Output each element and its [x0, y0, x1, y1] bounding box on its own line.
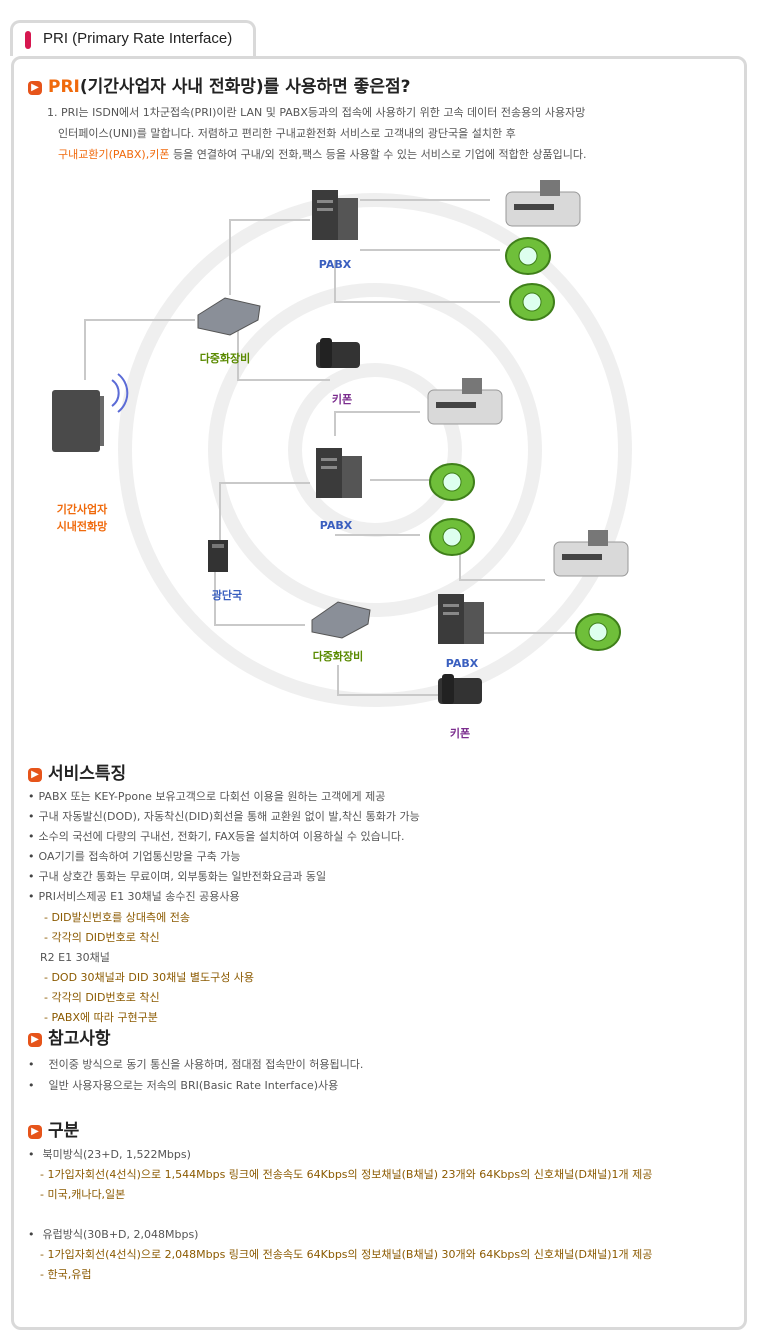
intro-line-2: 인터페이스(UNI)를 말합니다. 저렴하고 편리한 구내교환전화 서비스로 고…	[58, 127, 516, 140]
pabx-tower-3	[438, 594, 484, 644]
features-heading: ▶ 서비스특징	[28, 759, 126, 784]
feature-item: OA기기를 접속하여 기업통신망을 구축 가능	[28, 848, 241, 864]
title-marker	[25, 31, 31, 49]
types-heading: ▶ 구분	[28, 1116, 79, 1141]
eu-method-title: 유럽방식(30B+D, 2,048Mbps)	[28, 1226, 199, 1242]
arrow-icon: ▶	[28, 81, 42, 95]
na-method-title: 북미방식(23+D, 1,522Mbps)	[28, 1146, 191, 1162]
wireless-router-icon	[52, 373, 129, 452]
intro-line-3: 구내교환기(PABX),키폰 등을 연결하여 구내/외 전화,팩스 등을 사용할…	[58, 146, 586, 162]
intro-heading: ▶ PRI(기간사업자 사내 전화망)를 사용하면 좋은점?	[28, 72, 410, 97]
keyphone-icon-1	[316, 338, 360, 368]
na-method-countries: - 미국,캐나다,일본	[40, 1188, 126, 1201]
carrier-label-line-1: 기간사업자	[57, 502, 108, 516]
pabx-label-1: PABX	[319, 258, 352, 271]
keyphone-icon-2	[438, 674, 482, 704]
pabx-tower-2	[316, 448, 362, 498]
intro-orange-text: 구내교환기(PABX),키폰	[58, 148, 170, 161]
telephone-icon-1	[505, 237, 551, 275]
printer-icon-1	[505, 180, 581, 227]
telephone-icon-3	[429, 463, 475, 501]
mux-label-2: 다중화장비	[313, 649, 364, 663]
eu-method-countries: - 한국,유럽	[40, 1268, 92, 1281]
feature-item: PABX 또는 KEY-Ppone 보유고객으로 다회선 이용을 원하는 고객에…	[28, 788, 386, 804]
network-diagram: PABX PABX PABX 다중화장비 다중화장비 키폰 키폰	[52, 180, 632, 740]
note-item: 전이중 방식으로 동기 통신을 사용하며, 점대점 접속만이 허용됩니다.	[28, 1056, 364, 1072]
title-tab: PRI (Primary Rate Interface)	[10, 20, 256, 56]
feature-sub-item: - DID발신번호를 상대측에 전송	[44, 911, 190, 924]
feature-item: 소수의 국선에 다량의 구내선, 전화기, FAX등을 설치하여 이용하실 수 …	[28, 828, 405, 844]
types-heading-text: 구분	[48, 1121, 80, 1141]
keyphone-label-1: 키폰	[332, 392, 352, 406]
feature-item: 구내 자동발신(DOD), 자동착신(DID)회선을 통해 교환원 없이 발,착…	[28, 808, 420, 824]
notes-heading-text: 참고사항	[48, 1029, 111, 1049]
telephone-icon-5	[575, 613, 621, 651]
feature-sub-item: - 각각의 DID번호로 착신	[44, 991, 160, 1004]
printer-icon-3	[553, 530, 629, 577]
page-title: PRI (Primary Rate Interface)	[43, 30, 233, 47]
connection-lines	[84, 199, 575, 696]
notes-heading: ▶ 참고사항	[28, 1024, 111, 1049]
telephone-icon-4	[429, 518, 475, 556]
optical-terminal-icon	[208, 540, 228, 572]
pabx-label-2: PABX	[320, 519, 353, 532]
optical-terminal-label: 광단국	[212, 588, 242, 602]
pabx-tower-1	[312, 190, 358, 240]
multiplexer-icon-1	[197, 297, 261, 336]
mux-label-1: 다중화장비	[200, 351, 251, 365]
feature-sub-item: - DOD 30채널과 DID 30채널 별도구성 사용	[44, 971, 255, 984]
multiplexer-icon-2	[311, 601, 371, 639]
features-heading-text: 서비스특징	[48, 764, 127, 784]
carrier-label-line-2: 시내전화망	[57, 519, 108, 533]
intro-heading-rest: (기간사업자 사내 전화망)를 사용하면 좋은점?	[79, 77, 411, 97]
na-method-detail: - 1가입자회선(4선식)으로 1,544Mbps 링크에 전송속도 64Kbp…	[40, 1168, 653, 1181]
telephone-icon-2	[509, 283, 555, 321]
keyphone-label-2: 키폰	[450, 726, 470, 740]
printer-icon-2	[427, 378, 503, 425]
eu-method-detail: - 1가입자회선(4선식)으로 2,048Mbps 링크에 전송속도 64Kbp…	[40, 1248, 653, 1261]
arrow-icon: ▶	[28, 768, 42, 782]
feature-sub-item: - 각각의 DID번호로 착신	[44, 931, 160, 944]
arrow-icon: ▶	[28, 1033, 42, 1047]
feature-item: 구내 상호간 통화는 무료이며, 외부통화는 일반전화요금과 동일	[28, 868, 327, 884]
feature-item: PRI서비스제공 E1 30채널 송수진 공용사용	[28, 888, 240, 904]
intro-line-3-rest: 등을 연결하여 구내/외 전화,팩스 등을 사용할 수 있는 서비스로 기업에 …	[169, 148, 587, 161]
intro-heading-prefix: PRI	[48, 77, 80, 97]
intro-line-1: 1. PRI는 ISDN에서 1차군접속(PRI)이란 LAN 및 PABX등과…	[47, 106, 586, 119]
pabx-label-3: PABX	[446, 657, 479, 670]
arrow-icon: ▶	[28, 1125, 42, 1139]
feature-r2-label: R2 E1 30채널	[40, 951, 110, 964]
background-rings	[118, 193, 632, 707]
feature-sub-item: - PABX에 따라 구현구분	[44, 1011, 158, 1024]
note-item: 일반 사용자용으로는 저속의 BRI(Basic Rate Interface)…	[28, 1077, 339, 1093]
